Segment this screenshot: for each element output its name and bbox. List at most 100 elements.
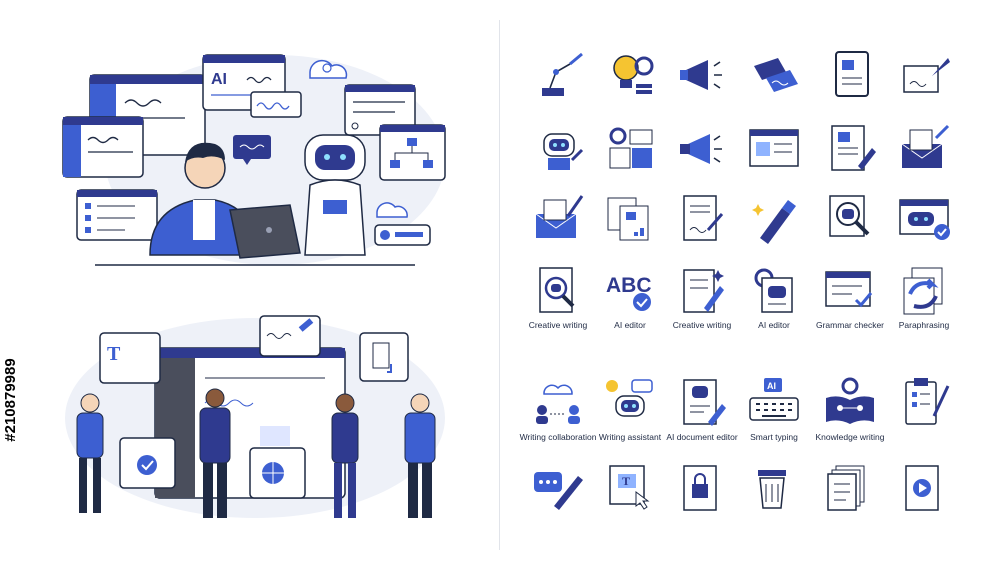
pen-edit-card: [259, 315, 321, 357]
icon-caption: Writing assistant: [598, 432, 662, 442]
icon-cell: [894, 122, 954, 174]
icon-caption: Knowledge writing: [815, 432, 885, 442]
signature-card: [250, 91, 302, 118]
icon-cell: [820, 122, 880, 174]
icon-cell: Paraphrasing: [894, 264, 954, 330]
icon-caption: Grammar checker: [815, 320, 884, 330]
writing-collaboration-icon: [528, 376, 588, 428]
icon-cell: [744, 462, 804, 514]
person-woman-left: [76, 393, 104, 513]
icon-cell: Grammar checker: [816, 264, 884, 330]
text-tool-cursor-icon: T: [600, 462, 660, 514]
icon-cell: [600, 192, 660, 244]
icon-cell: [744, 122, 804, 174]
icon-cell: [528, 462, 588, 514]
icon-cell: [600, 48, 660, 100]
chat-bubble: [233, 135, 271, 165]
signed-document-icon: [672, 192, 732, 244]
icon-cell: ABC AI editor: [600, 264, 660, 330]
icon-cell: Creative writing: [528, 264, 588, 330]
mail-quill-icon: [894, 122, 954, 174]
icon-cell: [672, 48, 732, 100]
document-pencil-icon: [820, 122, 880, 174]
trash-bin-icon: [744, 462, 804, 514]
video-document-icon: [894, 462, 954, 514]
icon-cell: [820, 462, 880, 514]
icon-cell: [744, 48, 804, 100]
icon-cell: Writing collaboration: [520, 376, 596, 442]
icon-caption: Paraphrasing: [898, 320, 950, 330]
icon-cell: [528, 192, 588, 244]
svg-text:T: T: [107, 343, 121, 365]
stacked-documents-icon: [820, 462, 880, 514]
icon-caption: Smart typing: [750, 432, 798, 442]
robot-arm-pen-icon: [528, 48, 588, 100]
content-layout-icon: [600, 122, 660, 174]
megaphone-icon: [672, 48, 732, 100]
svg-text:ABC: ABC: [606, 274, 652, 297]
multi-document-icon: [600, 192, 660, 244]
svg-text:AI: AI: [767, 381, 776, 391]
ai-writing-scene-top: AI: [62, 54, 446, 266]
window-left-front: [62, 116, 144, 178]
icon-caption: AI editor: [758, 320, 790, 330]
chat-pen-icon: [528, 462, 588, 514]
flowchart-window: [379, 124, 446, 181]
icon-cell: [672, 462, 732, 514]
window-ai-label: AI: [211, 71, 227, 88]
stock-id-watermark: #210879989: [2, 300, 24, 500]
creative-writing-pen-icon: [672, 264, 732, 316]
window-right-top: [344, 84, 416, 136]
price-tags-icon: [744, 48, 804, 100]
icon-cell: [894, 462, 954, 514]
check-card: [119, 437, 176, 489]
icon-cell: [600, 122, 660, 174]
clipboard-quill-icon: [894, 376, 954, 428]
icon-caption: Creative writing: [672, 320, 732, 330]
icon-cell: [528, 48, 588, 100]
icon-caption: AI editor: [614, 320, 646, 330]
grammar-checker-icon: [820, 264, 880, 316]
globe-card: [249, 447, 306, 499]
robot-window-check-icon: [894, 192, 954, 244]
icon-cell: [672, 192, 732, 244]
icon-cell: Creative writing: [672, 264, 732, 330]
document-arrow-card: [359, 332, 409, 382]
person-man-suit: [199, 388, 231, 518]
svg-text:T: T: [622, 474, 630, 488]
lightbulb-gear-icon: [600, 48, 660, 100]
checklist-window: [76, 189, 158, 241]
icon-caption: Writing collaboration: [519, 432, 597, 442]
team-writing-scene-bottom: T: [65, 315, 445, 518]
robot-assistant: [304, 134, 366, 256]
smart-typing-icon: AI: [744, 376, 804, 428]
icon-cell: [820, 48, 880, 100]
ai-document-editor-icon: [672, 376, 732, 428]
icon-cell: AI Smart typing: [744, 376, 804, 442]
icon-cell: AI document editor: [666, 376, 738, 442]
laptop: [229, 204, 301, 259]
section-divider: [499, 20, 500, 550]
paraphrasing-icon: [894, 264, 954, 316]
abc-check-icon: ABC: [600, 264, 660, 316]
ai-editor-gear-icon: [744, 264, 804, 316]
icon-cell: [894, 192, 954, 244]
text-tool-card: T: [99, 332, 161, 384]
icon-cell: [672, 122, 732, 174]
locked-document-icon: [672, 462, 732, 514]
document-search-robot-icon: [820, 192, 880, 244]
icon-cell: [894, 376, 954, 428]
icon-cell: AI editor: [744, 264, 804, 330]
icon-cell: Knowledge writing: [816, 376, 884, 442]
cloud-icon-small: [376, 202, 408, 218]
signature-quill-icon: [894, 48, 954, 100]
progress-card: [374, 224, 431, 246]
browser-layout-icon: [744, 122, 804, 174]
robot-writing-icon: [528, 122, 588, 174]
envelope-quill-icon: [528, 192, 588, 244]
tablet-document-icon: [820, 48, 880, 100]
person-man-laptop: [404, 393, 436, 518]
icon-cell: Writing assistant: [599, 376, 661, 442]
writing-assistant-icon: [600, 376, 660, 428]
icon-cell: [744, 192, 804, 244]
